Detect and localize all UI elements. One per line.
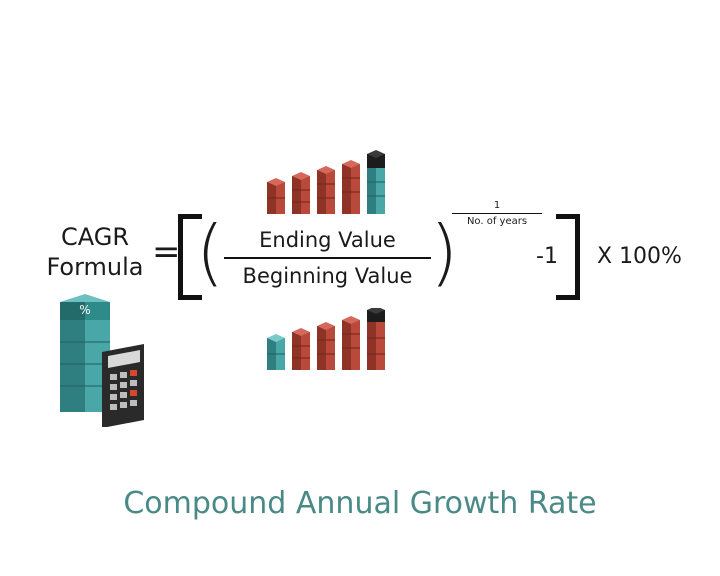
left-parenthesis: (	[196, 210, 225, 294]
right-square-bracket	[556, 214, 580, 300]
stack-bar-4	[342, 160, 360, 214]
exponent-fraction: 1 No. of years	[452, 200, 542, 227]
percent-calculator-icon: %	[60, 294, 144, 427]
percent-symbol: %	[79, 303, 90, 317]
equals-sign: =	[152, 232, 181, 272]
stack-bar-2	[292, 172, 310, 214]
stack-bar-3	[317, 166, 335, 214]
label-line-1: CAGR	[60, 223, 130, 251]
cagr-formula-label: CAGR Formula	[30, 222, 160, 282]
ending-value-stacks-icon	[267, 150, 385, 214]
label-line-2: Formula	[46, 253, 144, 281]
left-square-bracket	[178, 214, 202, 300]
exponent-numerator: 1	[493, 200, 501, 211]
right-parenthesis: )	[430, 210, 459, 294]
times-100-percent: X 100%	[597, 244, 682, 269]
exponent-denominator: No. of years	[466, 216, 528, 227]
minus-one: -1	[536, 244, 558, 269]
numerator: Ending Value	[259, 228, 396, 252]
stack-bar-1	[267, 178, 285, 214]
footer-title: Compound Annual Growth Rate	[123, 486, 597, 521]
calculator-icon	[102, 344, 144, 427]
stack-bar-3	[317, 322, 335, 370]
stack-bar-1	[267, 334, 285, 370]
stack-bar-2	[292, 328, 310, 370]
stack-bar-5	[367, 308, 385, 370]
fraction-bar	[224, 257, 431, 259]
exponent-bar	[452, 213, 542, 214]
stack-bar-4	[342, 316, 360, 370]
denominator: Beginning Value	[242, 264, 413, 288]
stack-bar-5	[367, 150, 385, 214]
value-fraction: Ending Value Beginning Value	[220, 226, 435, 290]
beginning-value-stacks-icon	[267, 308, 385, 370]
